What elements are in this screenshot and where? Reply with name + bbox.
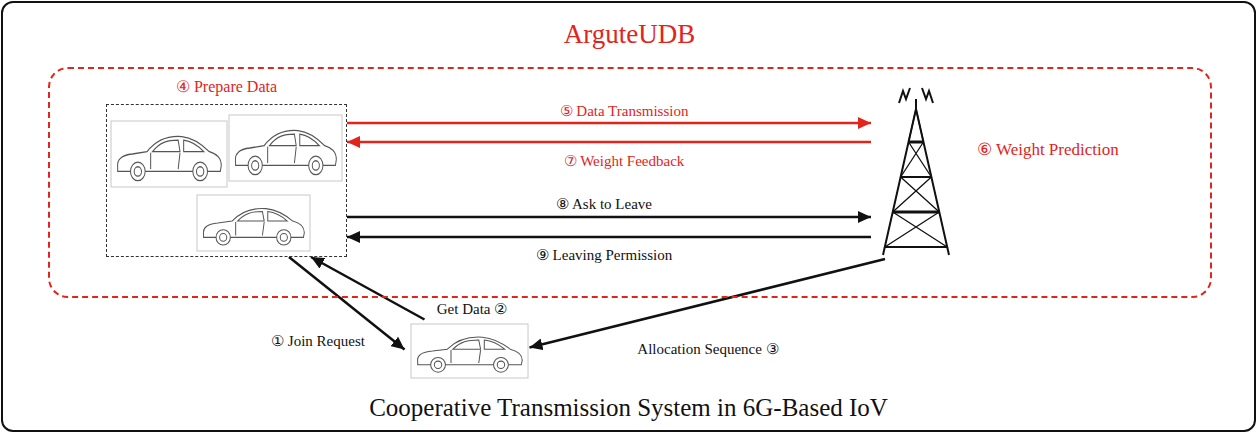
- photo-frame: [197, 195, 310, 251]
- edge-label: Get Data ②: [434, 300, 510, 318]
- joining-vehicle: [405, 320, 530, 380]
- text-holder: Cooperative Transmission System in 6G-Ba…: [3, 394, 1254, 422]
- edge-label: Allocation Sequence ③: [634, 340, 781, 358]
- arrow-connector: [311, 257, 425, 320]
- edge-label: ① Join Request: [268, 332, 368, 350]
- arrow-connector: [530, 259, 886, 348]
- text-holder: ArguteUDB: [0, 19, 1257, 50]
- arrow-connector: [347, 236, 871, 239]
- arrow-connector: [347, 216, 871, 219]
- tower-lattice: [883, 88, 949, 255]
- car-outline: [235, 130, 336, 174]
- edge-label: ⑧ Ask to Leave: [553, 195, 655, 213]
- vehicle-group: ④ Prepare Data: [106, 104, 347, 257]
- edge-label: ⑦ Weight Feedback: [561, 152, 688, 170]
- photo-frame: [111, 121, 227, 187]
- system-title: ArguteUDB: [564, 19, 696, 49]
- arrow-connector: [347, 122, 871, 125]
- edge-label: ⑨ Leaving Permission: [533, 246, 675, 264]
- text-holder: ⑥ Weight Prediction: [977, 139, 1119, 160]
- tower-illustration: [871, 87, 961, 259]
- photo-frame: [411, 324, 528, 378]
- vehicle-illustration: [107, 105, 345, 255]
- caption-text: Cooperative Transmission System in 6G-Ba…: [369, 394, 888, 421]
- photo-frame: [229, 115, 342, 181]
- text-holder: ④ Prepare Data: [0, 77, 646, 96]
- arrow-connector: [347, 141, 871, 144]
- vehicle-illustration: [405, 320, 530, 380]
- step-label: ④ Prepare Data: [176, 78, 277, 95]
- base-station-tower: ⑥ Weight Prediction: [871, 87, 1131, 259]
- car-outline: [118, 136, 222, 180]
- step-label: ⑥ Weight Prediction: [977, 140, 1119, 159]
- car-outline: [203, 208, 304, 245]
- edge-label: ⑤ Data Transmission: [557, 102, 692, 120]
- car-outline: [417, 337, 522, 372]
